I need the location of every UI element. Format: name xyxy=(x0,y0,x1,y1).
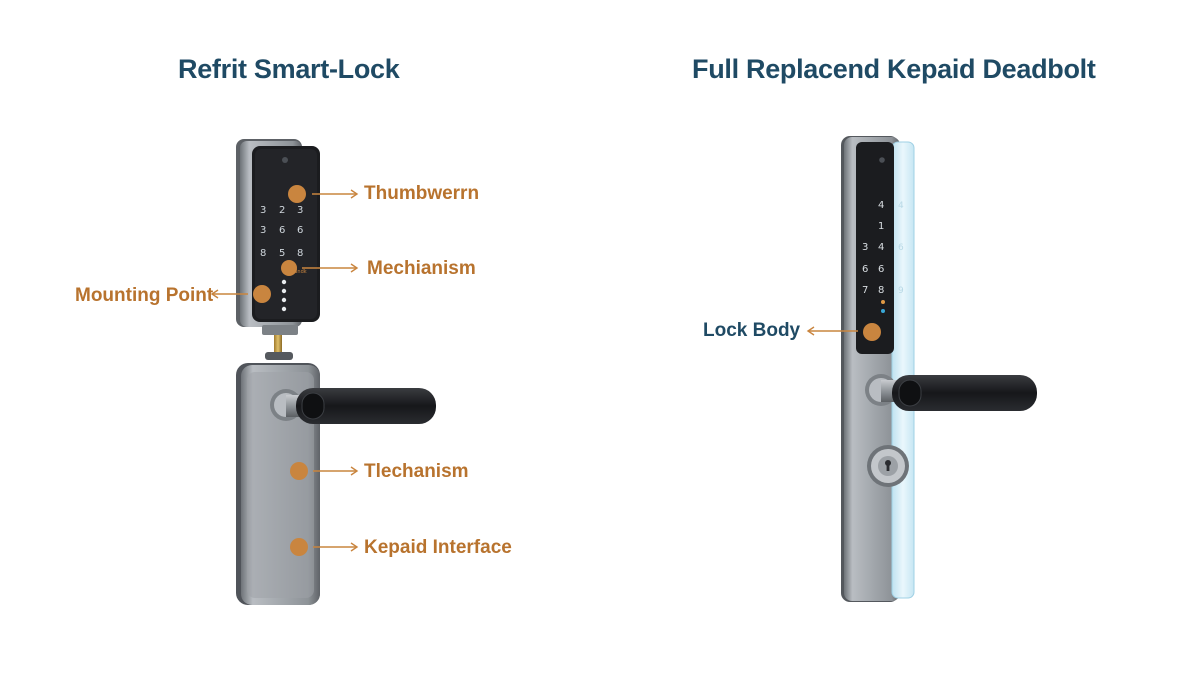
keypad-interface-marker xyxy=(290,538,308,556)
arrow-right-icon xyxy=(302,263,359,273)
keypad-digit: 8 xyxy=(260,248,266,259)
keypad-digit: 1 xyxy=(878,221,884,232)
arrow-left-icon xyxy=(806,326,858,336)
right-keypad-digits: 4 1 3 4 6 6 7 8 4 6 9 xyxy=(862,200,904,313)
lock-body-marker xyxy=(863,323,881,341)
keypad-digit: 8 xyxy=(297,248,303,259)
left-keypad-digits: 3 2 3 3 6 6 8 5 8 Bndk xyxy=(260,205,307,312)
left-keypad-unit xyxy=(236,139,320,327)
left-product-title: Refrit Smart-Lock xyxy=(178,54,400,84)
keypad-digit: 3 xyxy=(260,205,266,216)
keypad-digit: 3 xyxy=(297,205,303,216)
arrow-right-icon xyxy=(313,542,359,552)
callout-mounting-point: Mounting Point xyxy=(75,285,214,306)
keypad-digit: 3 xyxy=(862,242,868,253)
tlechanism-marker xyxy=(290,462,308,480)
left-spindle xyxy=(262,325,298,360)
arrow-left-icon xyxy=(210,289,248,299)
keypad-digit: 6 xyxy=(279,225,285,236)
keypad-digit-ghost: 6 xyxy=(898,243,904,253)
callout-tlechanism: Tlechanism xyxy=(364,461,469,482)
keypad-small-label: Bndk xyxy=(294,269,307,275)
arrow-right-icon xyxy=(312,189,359,199)
right-lever-handle xyxy=(865,374,1037,411)
keypad-digit: 2 xyxy=(279,205,285,216)
right-product-title: Full Replacend Kepaid Deadbolt xyxy=(692,54,1096,84)
keypad-digit: 5 xyxy=(279,248,285,259)
mechanism-marker xyxy=(281,260,297,276)
keypad-digit: 6 xyxy=(862,264,868,275)
keypad-digit: 6 xyxy=(297,225,303,236)
callout-mechanism: Mechianism xyxy=(367,258,476,279)
keypad-digit: 4 xyxy=(878,200,884,211)
keypad-digit: 6 xyxy=(878,264,884,275)
thumbturn-marker xyxy=(288,185,306,203)
callout-thumbturn: Thumbwerrn xyxy=(364,183,480,204)
keypad-digit-ghost: 4 xyxy=(898,201,904,211)
callout-lock-body: Lock Body xyxy=(703,320,801,341)
camera-icon xyxy=(879,157,885,163)
keyhole-icon xyxy=(867,445,909,487)
keypad-digit: 8 xyxy=(878,285,884,296)
mounting-point-marker xyxy=(253,285,271,303)
arrow-right-icon xyxy=(313,466,359,476)
keypad-digit: 7 xyxy=(862,285,868,296)
keypad-digit: 4 xyxy=(878,242,884,253)
callout-keypad-interface: Kepaid Interface xyxy=(364,537,512,558)
left-lever-handle xyxy=(270,388,436,424)
camera-icon xyxy=(282,157,288,163)
keypad-digit-ghost: 9 xyxy=(898,286,904,296)
keypad-digit: 3 xyxy=(260,225,266,236)
